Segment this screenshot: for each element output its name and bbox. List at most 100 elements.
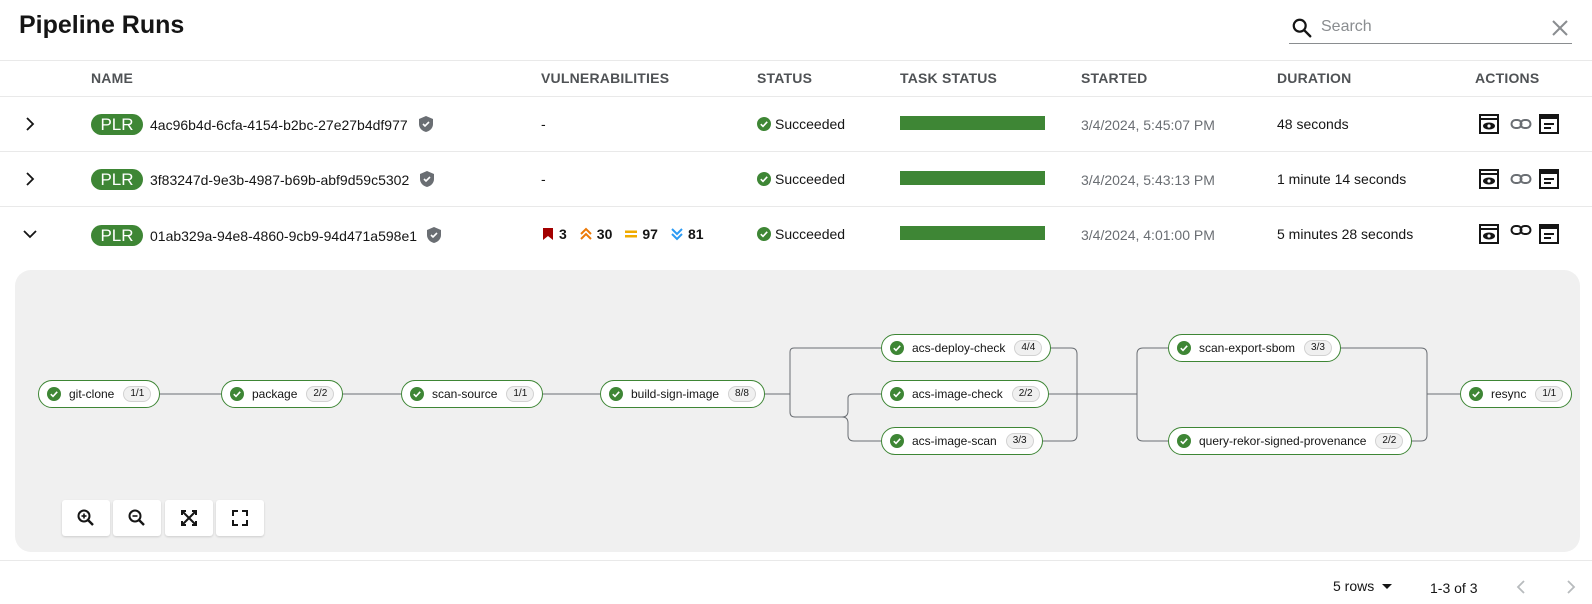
- task-node-acs-deploy-check[interactable]: acs-deploy-check 4/4: [881, 334, 1052, 362]
- zoom-out-button[interactable]: [113, 500, 161, 536]
- plr-badge: PLR: [91, 225, 143, 246]
- rows-per-page-toggle[interactable]: 5 rows: [1333, 578, 1393, 594]
- success-check-icon: [890, 434, 904, 448]
- header-divider: [0, 60, 1592, 61]
- task-node-scan-export-sbom[interactable]: scan-export-sbom 3/3: [1168, 334, 1341, 362]
- started-value: 3/4/2024, 5:43:13 PM: [1081, 172, 1215, 188]
- shield-check-icon: [419, 116, 433, 132]
- task-node-acs-image-scan[interactable]: acs-image-scan 3/3: [881, 427, 1043, 455]
- success-check-icon: [230, 387, 244, 401]
- success-check-icon: [757, 117, 771, 131]
- details-icon[interactable]: [1538, 113, 1560, 135]
- fullscreen-button[interactable]: [216, 500, 264, 536]
- details-icon[interactable]: [1538, 223, 1560, 245]
- pipeline-run-name-link[interactable]: 01ab329a-94e8-4860-9cb9-94d471a598e1: [150, 228, 418, 244]
- task-node-acs-image-check[interactable]: acs-image-check 2/2: [881, 380, 1049, 408]
- clear-search-icon[interactable]: [1550, 18, 1570, 38]
- search-icon: [1292, 18, 1312, 38]
- view-logs-icon[interactable]: [1478, 223, 1500, 245]
- task-node-package[interactable]: package 2/2: [221, 380, 344, 408]
- task-status-bar: [900, 116, 1045, 130]
- task-node-git-clone[interactable]: git-clone 1/1: [38, 380, 161, 408]
- task-node-build-sign-image[interactable]: build-sign-image 8/8: [600, 380, 765, 408]
- shield-check-icon: [420, 171, 434, 187]
- high-count: 30: [596, 226, 613, 242]
- plr-badge: PLR: [91, 114, 143, 135]
- rows-per-page-value: 5 rows: [1333, 578, 1375, 594]
- high-severity-icon: [580, 227, 592, 240]
- task-node-label: git-clone: [69, 387, 115, 401]
- duration-value: 1 minute 14 seconds: [1277, 171, 1407, 187]
- task-node-label: acs-deploy-check: [912, 341, 1006, 355]
- low-vulnerabilities: 81: [670, 226, 704, 242]
- success-check-icon: [609, 387, 623, 401]
- success-check-icon: [410, 387, 424, 401]
- task-node-label: query-rekor-signed-provenance: [1199, 434, 1367, 448]
- vulnerabilities-value: -: [541, 171, 546, 187]
- view-logs-icon[interactable]: [1478, 168, 1500, 190]
- task-step-count: 3/3: [1304, 340, 1332, 356]
- search-input[interactable]: [1321, 16, 1541, 38]
- critical-vulnerabilities: 3: [541, 226, 567, 242]
- table-header-divider: [0, 96, 1592, 97]
- task-step-count: 2/2: [306, 386, 335, 402]
- success-check-icon: [757, 172, 771, 186]
- medium-vulnerabilities: 97: [624, 226, 658, 242]
- footer-divider: [0, 560, 1592, 561]
- task-step-count: 8/8: [728, 386, 756, 402]
- task-node-resync[interactable]: resync 1/1: [1460, 380, 1573, 408]
- zoom-out-icon: [128, 509, 145, 526]
- task-step-count: 3/3: [1005, 433, 1034, 449]
- link-icon[interactable]: [1510, 168, 1532, 190]
- column-header-vulnerabilities[interactable]: VULNERABILITIES: [541, 70, 670, 86]
- plr-badge: PLR: [91, 169, 143, 190]
- started-value: 3/4/2024, 5:45:07 PM: [1081, 117, 1215, 133]
- task-node-label: package: [252, 387, 298, 401]
- pipeline-run-name-link[interactable]: 4ac96b4d-6cfa-4154-b2bc-27e27b4df977: [150, 117, 408, 133]
- task-step-count: 1/1: [1535, 386, 1564, 402]
- details-icon[interactable]: [1538, 168, 1560, 190]
- task-node-scan-source[interactable]: scan-source 1/1: [401, 380, 544, 408]
- medium-severity-icon: [625, 230, 638, 238]
- column-header-name[interactable]: NAME: [91, 70, 134, 86]
- success-check-icon: [890, 341, 904, 355]
- column-header-status[interactable]: STATUS: [757, 70, 813, 86]
- link-icon[interactable]: [1510, 219, 1532, 241]
- task-node-label: resync: [1491, 387, 1527, 401]
- critical-count: 3: [559, 226, 567, 242]
- previous-page-icon[interactable]: [1513, 578, 1531, 596]
- chevron-right-icon[interactable]: [20, 114, 40, 134]
- status-text: Succeeded: [775, 226, 846, 242]
- high-vulnerabilities: 30: [579, 226, 613, 242]
- zoom-in-icon: [77, 509, 94, 526]
- chevron-down-icon[interactable]: [20, 224, 40, 244]
- fit-to-screen-button[interactable]: [165, 500, 213, 536]
- task-node-label: scan-export-sbom: [1199, 341, 1296, 355]
- column-header-task-status[interactable]: TASK STATUS: [900, 70, 998, 86]
- zoom-in-button[interactable]: [62, 500, 110, 536]
- page-title: Pipeline Runs: [19, 11, 185, 39]
- next-page-icon[interactable]: [1561, 578, 1579, 596]
- task-step-count: 1/1: [123, 386, 152, 402]
- column-header-started[interactable]: STARTED: [1081, 70, 1148, 86]
- link-icon[interactable]: [1510, 113, 1532, 135]
- chevron-right-icon[interactable]: [20, 169, 40, 189]
- task-status-bar: [900, 171, 1045, 185]
- view-logs-icon[interactable]: [1478, 113, 1500, 135]
- success-check-icon: [1177, 434, 1191, 448]
- task-node-label: acs-image-scan: [912, 434, 997, 448]
- pipeline-run-name-link[interactable]: 3f83247d-9e3b-4987-b69b-abf9d59c5302: [150, 172, 410, 188]
- column-header-duration[interactable]: DURATION: [1277, 70, 1352, 86]
- status-cell: Succeeded: [757, 226, 845, 242]
- fullscreen-icon: [232, 510, 248, 526]
- critical-severity-icon: [543, 228, 553, 240]
- task-node-query-rekor-signed-provenance[interactable]: query-rekor-signed-provenance 2/2: [1168, 427, 1413, 455]
- low-count: 81: [687, 226, 704, 242]
- search-box[interactable]: [1289, 12, 1572, 44]
- pagination-range: 1-3 of 3: [1430, 580, 1478, 596]
- pipeline-graph[interactable]: git-clone 1/1 package 2/2 scan-source 1/…: [15, 270, 1580, 552]
- task-step-count: 2/2: [1375, 433, 1404, 449]
- vulnerabilities-value: -: [541, 116, 546, 132]
- table-row: PLR 01ab329a-94e8-4860-9cb9-94d471a598e1…: [0, 207, 1592, 262]
